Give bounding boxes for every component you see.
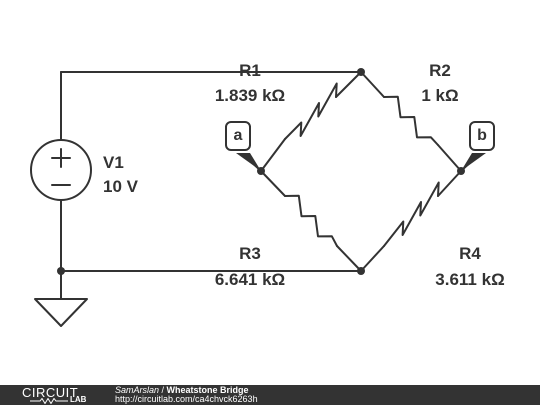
footer-bar: CIRCUIT LAB SamArslan / Wheatstone Bridg… bbox=[0, 385, 540, 405]
junction-bottom bbox=[357, 267, 365, 275]
resistor-r1-name: R1 bbox=[239, 61, 261, 80]
junction-top bbox=[357, 68, 365, 76]
title-separator: / bbox=[159, 385, 167, 395]
logo-resistor-icon bbox=[30, 398, 68, 404]
resistor-r2-value: 1 kΩ bbox=[421, 86, 459, 105]
resistor-r3-value: 6.641 kΩ bbox=[214, 270, 286, 289]
resistor-r1-value: 1.839 kΩ bbox=[214, 86, 286, 105]
probe-b-pointer bbox=[461, 153, 486, 171]
junction-right bbox=[457, 167, 465, 175]
probe-b-label: b bbox=[477, 127, 487, 144]
resistor-r4-name: R4 bbox=[459, 244, 481, 263]
footer-info: SamArslan / Wheatstone Bridge http://cir… bbox=[115, 386, 258, 404]
resistor-r2-symbol bbox=[360, 71, 462, 172]
schematic-canvas bbox=[30, 68, 486, 327]
logo-lab-text: LAB bbox=[70, 395, 87, 404]
resistor-r3-symbol bbox=[260, 170, 362, 272]
junction-left bbox=[257, 167, 265, 175]
resistor-r3-name: R3 bbox=[239, 244, 261, 263]
author-name[interactable]: SamArslan bbox=[115, 385, 160, 395]
probe-a-tag: a bbox=[225, 121, 251, 151]
resistor-r4-value: 3.611 kΩ bbox=[435, 270, 505, 289]
resistor-r4-symbol bbox=[360, 170, 462, 272]
source-name: V1 bbox=[103, 153, 124, 172]
circuit-title[interactable]: Wheatstone Bridge bbox=[166, 385, 249, 395]
logo-circuit-text: CIRCUIT bbox=[22, 385, 79, 400]
circuit-url[interactable]: http://circuitlab.com/ca4chvck6263h bbox=[115, 394, 258, 404]
probe-a-label: a bbox=[233, 127, 243, 144]
junction-ground bbox=[57, 267, 65, 275]
probe-a-pointer bbox=[236, 153, 261, 171]
circuitlab-logo: CIRCUIT LAB bbox=[22, 385, 92, 405]
voltage-source-symbol bbox=[30, 139, 92, 201]
resistor-r1-symbol bbox=[260, 71, 362, 172]
resistor-r2-name: R2 bbox=[429, 61, 451, 80]
source-value: 10 V bbox=[103, 177, 138, 196]
ground-symbol bbox=[34, 298, 88, 327]
probe-b-tag: b bbox=[469, 121, 495, 151]
